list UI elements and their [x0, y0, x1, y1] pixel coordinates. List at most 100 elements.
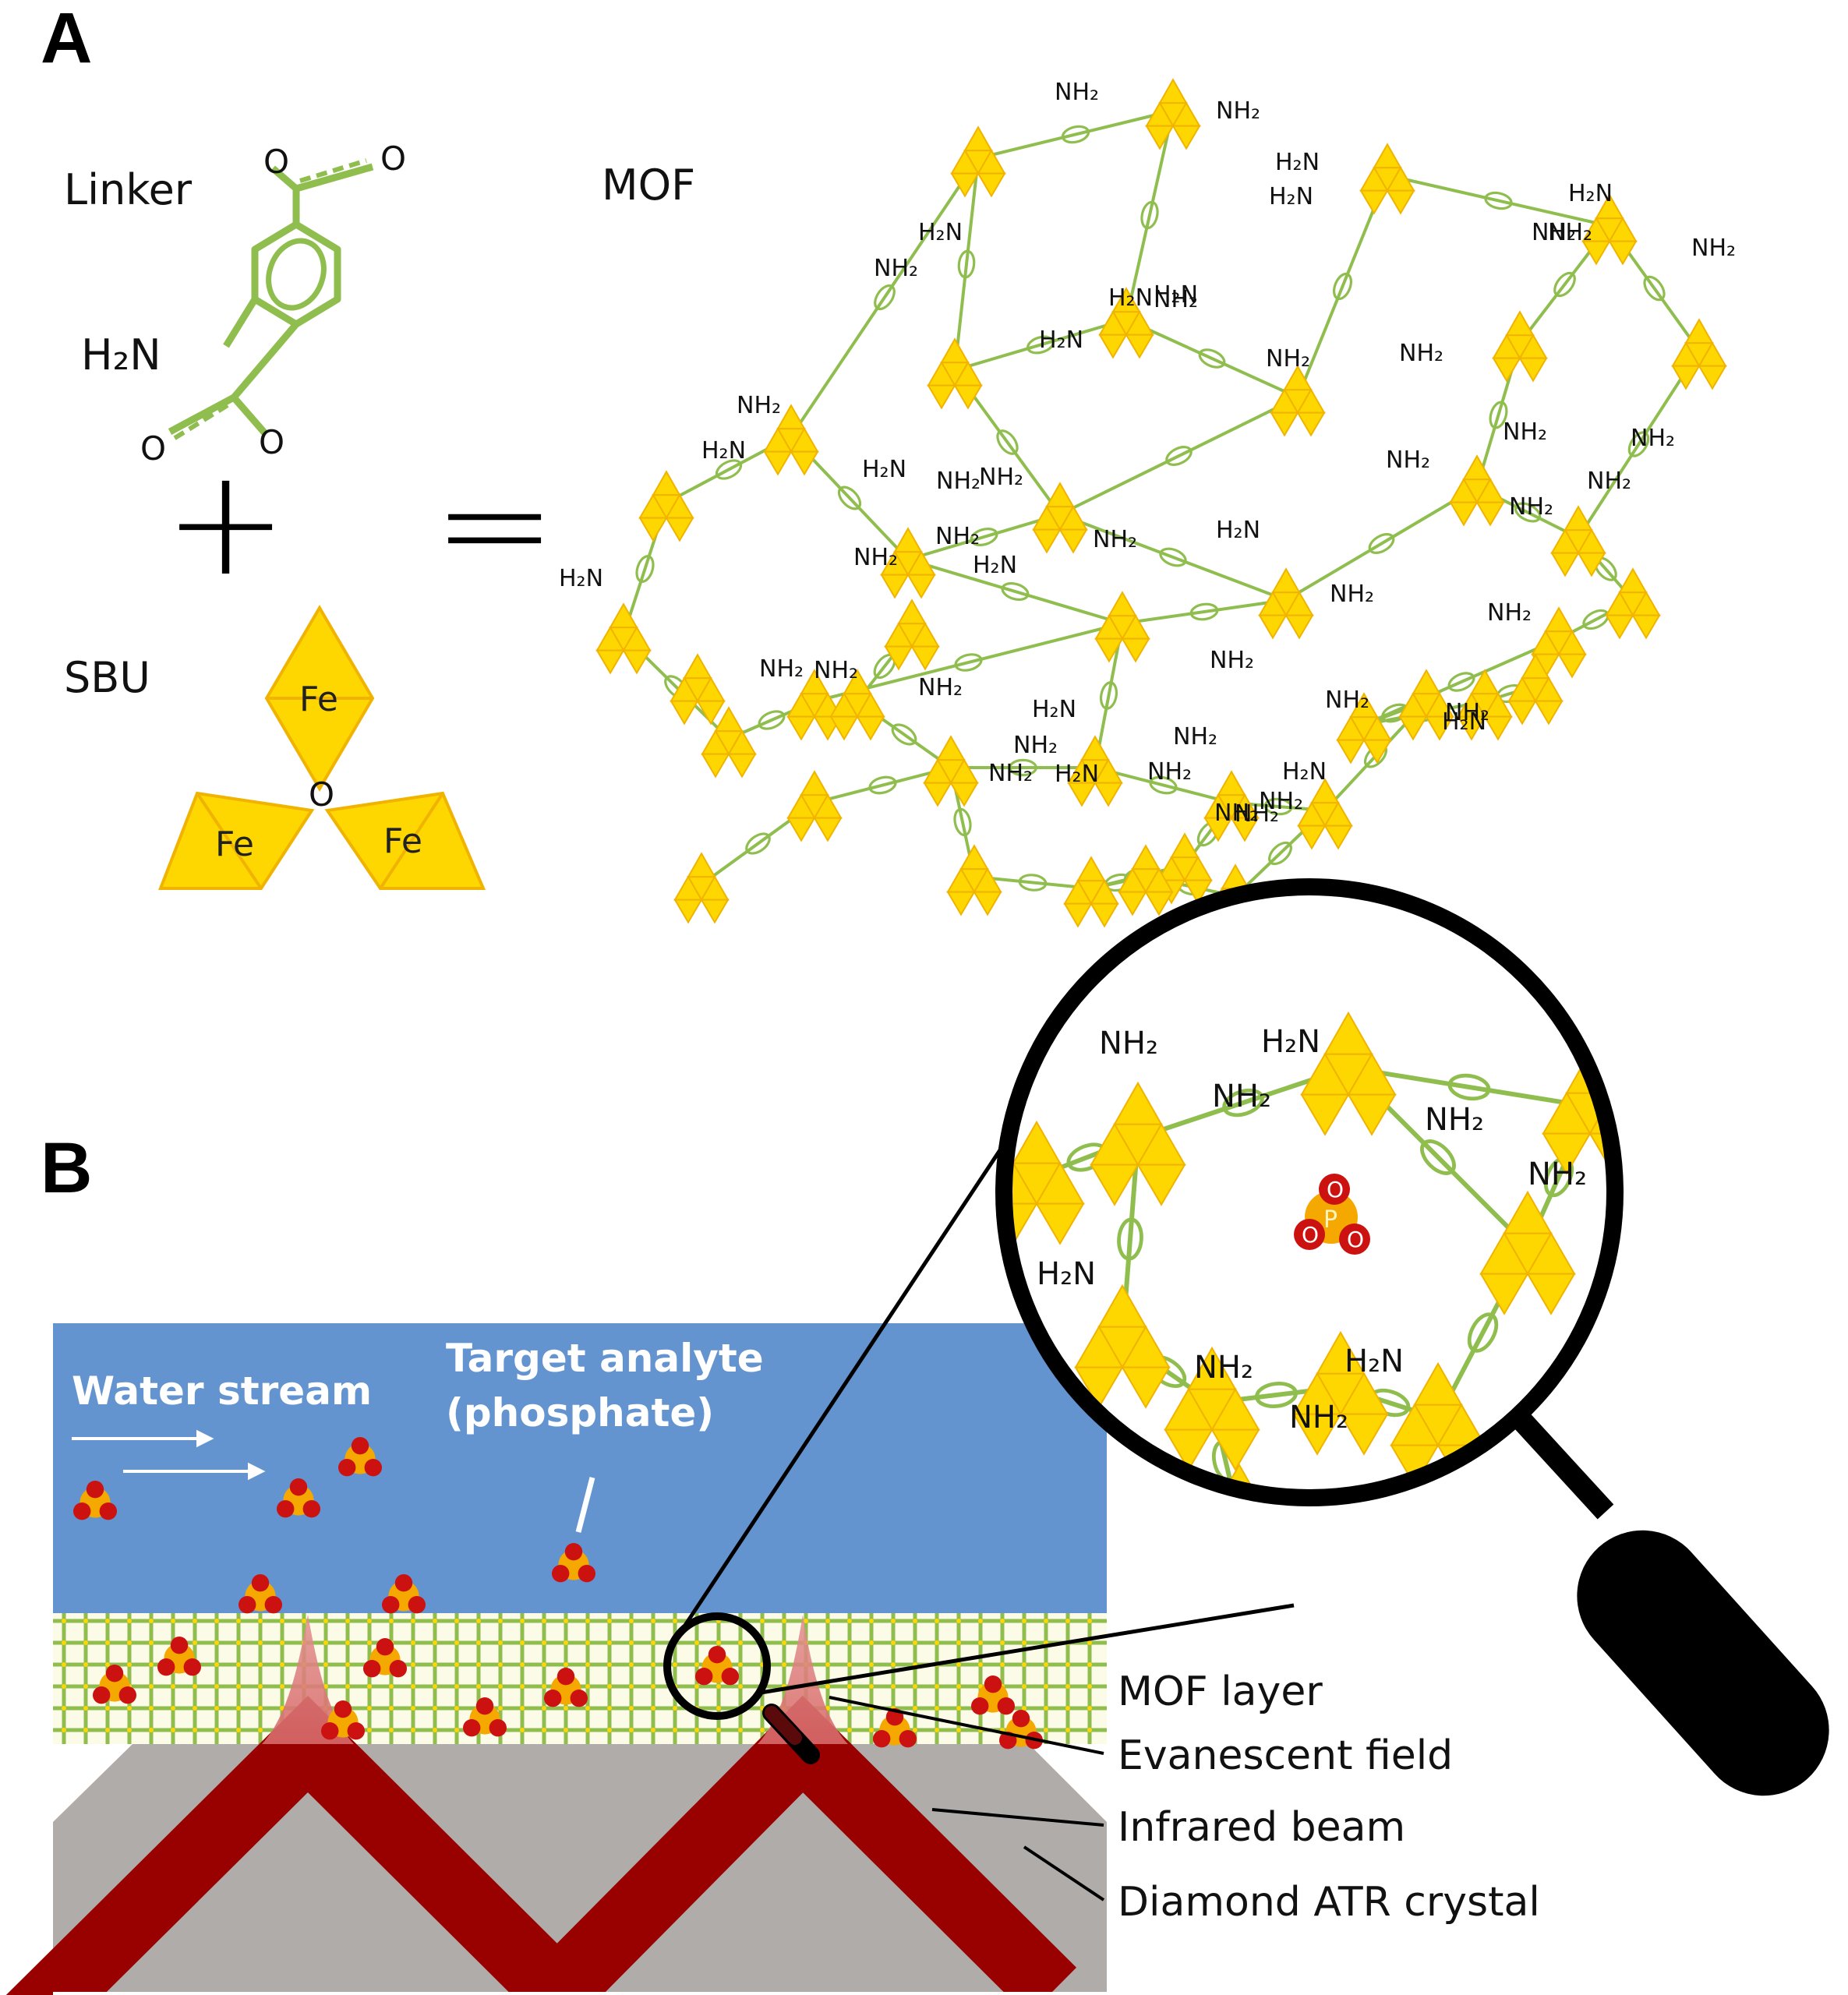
sbu-triangle	[701, 753, 730, 779]
grid-node	[585, 1640, 590, 1645]
sbu-triangle	[1339, 1413, 1389, 1456]
zoom-linker-10	[1348, 1065, 1591, 1109]
sbu-triangle	[940, 337, 970, 364]
grid-node	[935, 1619, 939, 1623]
mof-amine-label-47: NH₂	[1235, 800, 1279, 828]
linker-ring	[1026, 335, 1055, 355]
mof-sbu-34	[1118, 844, 1174, 916]
sbu-triangle	[1347, 1093, 1397, 1136]
linker-ring	[1165, 446, 1193, 466]
grid-node	[433, 1662, 437, 1667]
oxygen-atom	[99, 1502, 117, 1520]
sbu-triangle	[906, 574, 936, 599]
mof-linker-3	[790, 157, 980, 438]
grid-node	[1087, 1684, 1092, 1689]
sbu-triangle	[1270, 411, 1299, 437]
sbu-triangle	[1671, 365, 1701, 390]
phosphate-molecule-9	[321, 1700, 365, 1740]
grid-node	[651, 1706, 655, 1711]
grid-node	[62, 1640, 66, 1645]
mof-sbu-16	[595, 602, 652, 675]
magnified-mof-view: H₂NNH₂NH₂NH₂H₂NNH₂H₂NNH₂NH₂NH₂POOO	[1004, 1011, 1615, 1498]
grid-node	[105, 1706, 110, 1711]
sbu-triangle	[1470, 669, 1500, 695]
grid-node	[367, 1728, 372, 1732]
callout-diamond-atr-crystal: Diamond ATR crystal	[1118, 1879, 1540, 1926]
sbu-triangle	[1505, 310, 1535, 337]
sbu-cluster	[158, 605, 486, 890]
flow-arrow-2-head	[248, 1462, 266, 1481]
sbu-triangle	[1412, 669, 1441, 695]
grid-node	[411, 1684, 415, 1689]
linker-ring	[635, 555, 655, 583]
mof-linker-23	[1122, 598, 1287, 625]
grid-node	[520, 1619, 525, 1623]
grid-node	[913, 1706, 917, 1711]
mof-sbu-19	[1457, 669, 1513, 741]
zoom-sbu-0	[1300, 1011, 1397, 1136]
sbu-triangle	[1074, 1366, 1124, 1409]
grid-node	[956, 1684, 961, 1689]
oxygen-atom	[382, 1596, 400, 1614]
sbu-triangle	[670, 700, 699, 726]
grid-node	[913, 1684, 917, 1689]
mof-amine-label-4: H₂N	[1269, 183, 1313, 210]
sbu-triangle	[1111, 287, 1141, 313]
phosphate-molecule-0	[73, 1481, 117, 1520]
grid-node	[956, 1706, 961, 1711]
sbu-triangle	[1045, 482, 1075, 508]
grid-node	[1065, 1662, 1070, 1667]
sbu-triangle	[714, 706, 744, 733]
oxygen-atom	[93, 1686, 111, 1704]
mof-sbu-33	[673, 852, 730, 924]
mof-sbu-21	[1336, 692, 1392, 764]
mof-amine-label-5: H₂N	[1568, 180, 1613, 207]
grid-node	[1087, 1662, 1092, 1667]
oxygen-atom	[899, 1730, 917, 1748]
grid-node	[782, 1619, 786, 1623]
mof-amine-label-21: NH₂	[1386, 447, 1430, 474]
oxygen-atom	[73, 1502, 91, 1520]
mof-amine-label-9: NH₂	[1548, 219, 1592, 246]
mof-amine-label-32: NH₂	[1330, 581, 1374, 608]
linker-ring	[1255, 1381, 1298, 1409]
sbu-triangle	[673, 899, 703, 924]
sbu-triangle	[1271, 567, 1301, 594]
mof-sbu-8	[1270, 365, 1326, 437]
sbu-triangle	[786, 715, 816, 741]
grid-node	[542, 1706, 546, 1711]
sbu-triangle	[1113, 1081, 1163, 1125]
grid-node	[629, 1619, 634, 1623]
linker-ring	[1061, 125, 1090, 144]
grid-node	[782, 1662, 786, 1667]
zoom-sbu-4	[1292, 1330, 1389, 1456]
mof-sbu-20	[786, 669, 843, 741]
linker-amine-bond	[223, 297, 258, 348]
grid-node	[847, 1728, 852, 1732]
oxygen-atom	[363, 1660, 381, 1678]
grid-node	[1000, 1640, 1005, 1645]
mof-linker-0	[977, 109, 1174, 160]
sbu-triangle	[1462, 454, 1492, 481]
grid-node	[214, 1640, 219, 1645]
sbu-triangle	[1390, 1444, 1440, 1487]
grid-node	[1065, 1728, 1070, 1732]
grid-node	[1044, 1706, 1048, 1711]
grid-node	[564, 1640, 568, 1645]
oxygen-atom	[984, 1675, 1002, 1693]
grid-node	[454, 1706, 459, 1711]
sbu-triangle	[1300, 1093, 1350, 1136]
zoom-amine-label-2: NH₂	[1425, 1102, 1484, 1138]
grid-node	[476, 1684, 481, 1689]
phosphate-molecule-3	[552, 1543, 595, 1583]
sbu-right-edge	[379, 792, 444, 890]
zoom-amine-label-4: H₂N	[1037, 1256, 1096, 1292]
mof-sbu-17	[1094, 591, 1150, 663]
grid-node	[498, 1619, 503, 1623]
mof-amine-label-25: NH₂	[936, 468, 981, 495]
sbu-triangle	[1577, 552, 1606, 577]
sbu-triangle	[1521, 653, 1550, 680]
grid-node	[193, 1684, 197, 1689]
grid-node	[454, 1619, 459, 1623]
